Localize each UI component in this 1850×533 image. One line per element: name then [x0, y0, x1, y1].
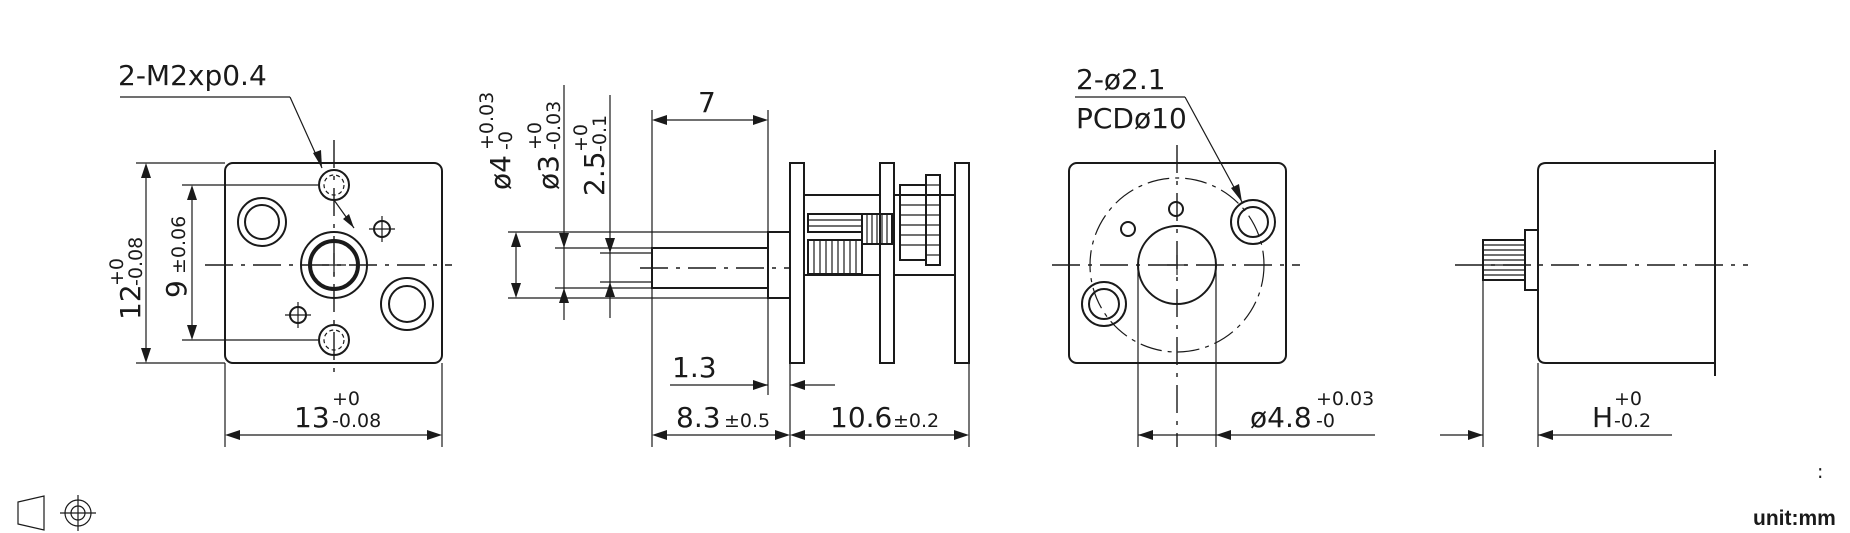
bore-dia-nominal: ø4.8 [1250, 401, 1312, 434]
boss-dia-nominal: ø4 [484, 155, 517, 190]
height-tol-upper: +0 [106, 258, 128, 286]
boss-length: 1.3 [672, 351, 717, 384]
boss-dia-tol-upper: +0.03 [476, 92, 498, 150]
tick-mark: : [1817, 461, 1823, 483]
gearbox-length-nominal: 10.6 [830, 401, 892, 434]
height-tol-lower: -0.08 [125, 237, 147, 286]
thread-callout: 2-M2xp0.4 [118, 59, 267, 92]
height-nominal: 12 [114, 284, 147, 320]
front-view: 2-M2xp0.4 12 +0 -0.08 9 ±0.06 13 +0 -0.0… [106, 59, 452, 447]
motor-length-tol-lower: -0.2 [1614, 410, 1651, 432]
motor-body [1537, 162, 1715, 364]
pcd-callout: PCDø10 [1076, 102, 1187, 135]
middle-plate [879, 162, 895, 364]
flat-tol-lower: -0.1 [589, 115, 611, 152]
front-plate [789, 162, 805, 364]
flat-nominal: 2.5 [578, 151, 611, 196]
gearbox-length-tol: ±0.2 [893, 410, 939, 432]
width-tol-lower: -0.08 [332, 410, 381, 432]
motor-view: H +0 -0.2 [1440, 150, 1748, 447]
shaft-dia-nominal: ø3 [532, 155, 565, 190]
shaft-length-tol: ±0.5 [724, 410, 770, 432]
third-angle-projection-icon [17, 495, 96, 531]
bore-dia-tol-upper: +0.03 [1316, 388, 1374, 410]
flat-length: 7 [698, 86, 716, 119]
flat-tol-upper: +0 [570, 124, 592, 152]
hole-spacing-nominal: 9 [160, 280, 193, 298]
hole-callout: 2-ø2.1 [1076, 63, 1166, 96]
motor-length-tol-upper: +0 [1614, 388, 1642, 410]
shaft-dia-tol-upper: +0 [524, 122, 546, 150]
bore-dia-tol-lower: -0 [1316, 410, 1335, 432]
side-view: ø4 +0.03 -0 ø3 +0 -0.03 2.5 +0 -0.1 7 [476, 85, 970, 447]
hole-spacing-tol: ±0.06 [168, 216, 190, 274]
shaft-length-nominal: 8.3 [676, 401, 721, 434]
width-nominal: 13 [294, 401, 330, 434]
boss-dia-tol-lower: -0 [495, 131, 517, 150]
rear-plate [954, 162, 970, 364]
width-tol-upper: +0 [332, 388, 360, 410]
shaft-dia-tol-lower: -0.03 [543, 101, 565, 150]
rear-view: 2-ø2.1 PCDø10 ø4.8 +0.03 -0 [1052, 63, 1375, 447]
unit-label: unit:mm [1753, 507, 1836, 530]
motor-length-nominal: H [1592, 401, 1613, 434]
